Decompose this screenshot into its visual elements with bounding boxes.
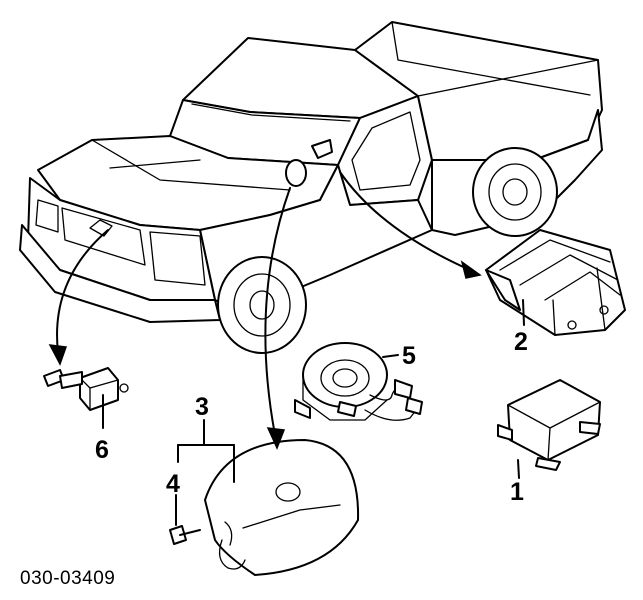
callout-4: 4 (166, 470, 180, 498)
reference-code: 030-03409 (20, 568, 115, 589)
driver-airbag-module-part (204, 439, 360, 576)
callouts: 1 2 3 4 5 6 (95, 328, 528, 506)
clock-spring-part (294, 342, 423, 421)
airbag-control-unit-part (497, 379, 601, 471)
callout-5: 5 (402, 342, 416, 370)
callout-1: 1 (510, 478, 524, 506)
callout-2: 2 (514, 328, 528, 356)
leader-lines (102, 299, 525, 526)
pickup-truck (19, 21, 603, 354)
arrows (48, 171, 482, 450)
passenger-airbag-module-part (485, 229, 626, 336)
callout-6: 6 (95, 436, 109, 464)
bolt-part (169, 525, 201, 545)
callout-3: 3 (195, 393, 209, 421)
crash-sensor-part (43, 367, 129, 411)
